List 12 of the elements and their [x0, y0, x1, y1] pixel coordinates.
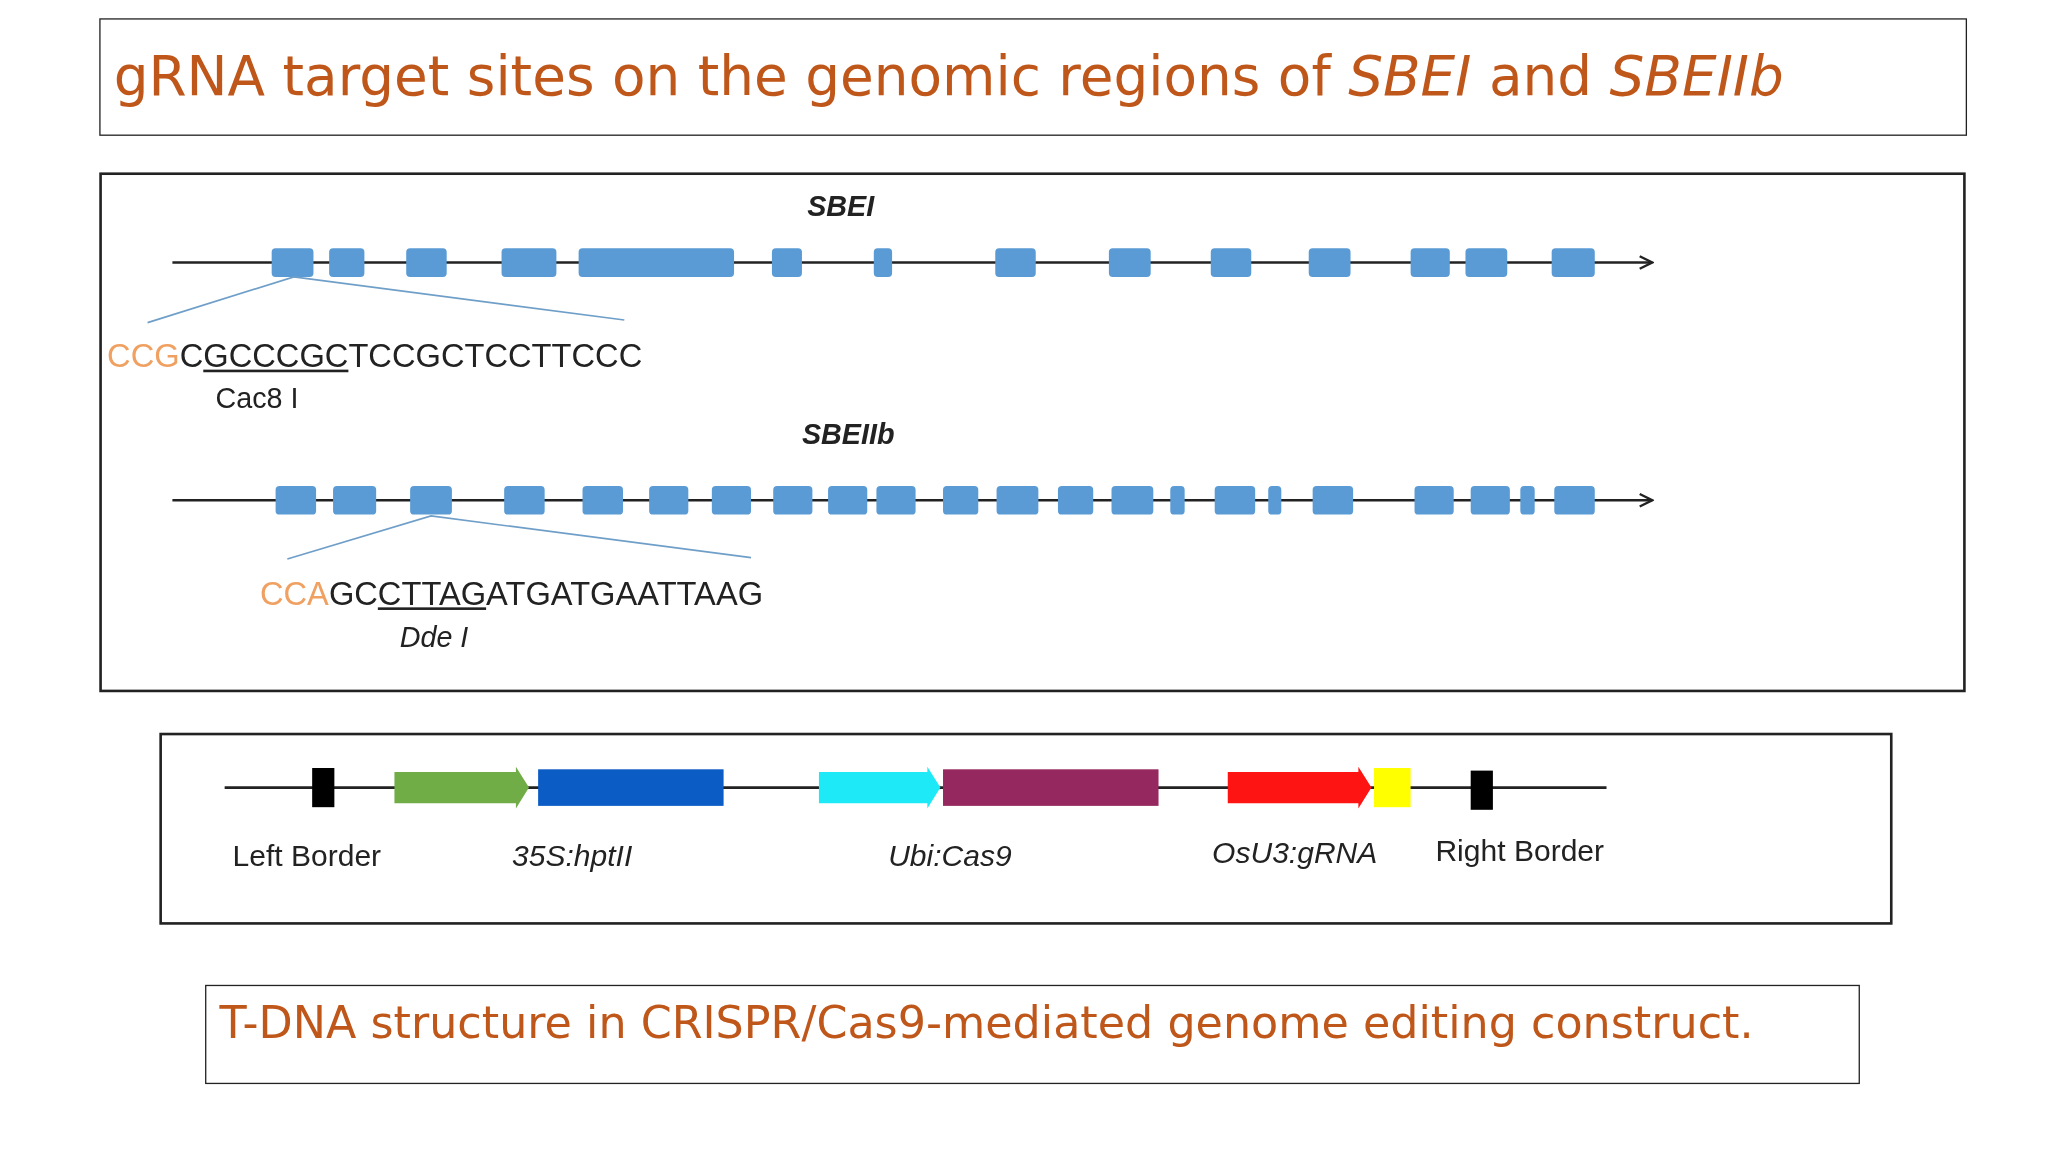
enzyme-site-label: Dde I [399, 620, 469, 655]
element-label: OsU3:gRNA [1212, 835, 1378, 872]
enzyme-site-label: Cac8 I [215, 381, 299, 416]
element-label: 35S:hptII [512, 838, 633, 874]
gene-name: SBEI [807, 189, 875, 224]
element-label: Left Border [232, 838, 382, 874]
gene-name: SBEIIb [801, 417, 895, 452]
caption: T-DNA structure in CRISPR/Cas9-mediated genome editing construct. [205, 984, 1860, 1085]
dna-sequence: CCAGCCTTAGATGATGAATTAAG [259, 574, 764, 613]
dna-sequence: CCGCGCCCGCTCCGCTCCTTCCC [107, 337, 643, 375]
element-label: Ubi:Cas9 [888, 838, 1012, 874]
element-label: Right Border [1435, 833, 1605, 869]
